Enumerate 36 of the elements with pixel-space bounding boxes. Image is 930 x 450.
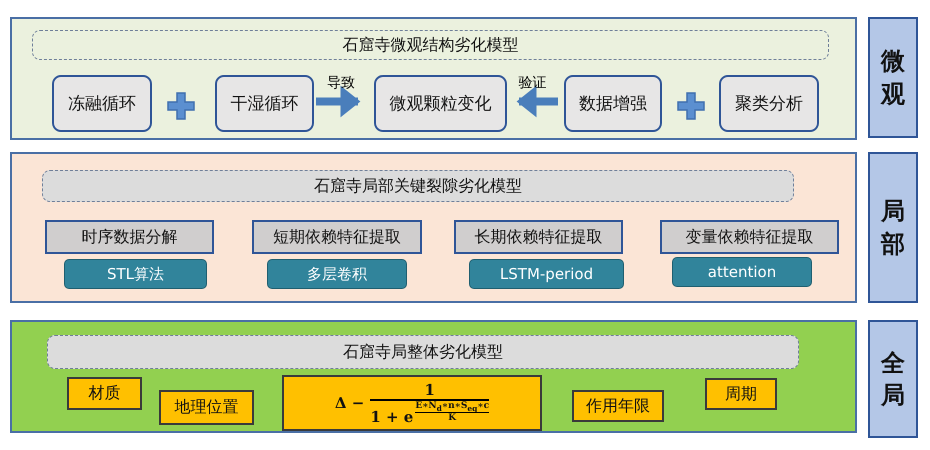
- process-box: 数据增强: [564, 75, 662, 132]
- model-title: 石窟寺微观结构劣化模型: [32, 30, 829, 60]
- block-arrow: [516, 86, 558, 118]
- step-box: 短期依赖特征提取: [252, 220, 422, 254]
- formula-denominator: 1 + e: [370, 408, 414, 426]
- factor-box: 材质: [67, 377, 142, 410]
- process-box: 冻融循环: [52, 75, 152, 132]
- method-tag: LSTM-period: [469, 259, 624, 289]
- process-box: 微观颗粒变化: [374, 75, 507, 132]
- formula-numerator: 1: [424, 380, 435, 398]
- edge-label: 导致: [327, 74, 355, 92]
- method-tag: 多层卷积: [267, 259, 407, 289]
- formula-box: [282, 375, 542, 431]
- exponent-denominator: K: [448, 413, 456, 424]
- factor-box: 地理位置: [159, 390, 254, 425]
- step-box: 时序数据分解: [45, 220, 214, 254]
- model-title: 石窟寺局部关键裂隙劣化模型: [42, 170, 794, 202]
- model-title: 石窟寺局整体劣化模型: [47, 335, 799, 369]
- section-label: 全局: [868, 320, 918, 438]
- method-tag: attention: [672, 257, 812, 287]
- section-panel: [10, 320, 857, 433]
- section-label: 局部: [868, 152, 918, 303]
- section-panel: [10, 17, 857, 140]
- process-box: 干湿循环: [215, 75, 314, 132]
- factor-box: 周期: [705, 378, 777, 410]
- step-box: 长期依赖特征提取: [454, 220, 623, 254]
- factor-box: 作用年限: [572, 390, 664, 422]
- process-box: 聚类分析: [719, 75, 819, 132]
- exponent-numerator: E∗N$_{d}$∗n∗S$_{eq}$∗c: [415, 400, 490, 412]
- block-arrow: [316, 86, 360, 118]
- step-box: 变量依赖特征提取: [660, 220, 839, 254]
- formula-term: Δ −: [334, 394, 364, 412]
- edge-label: 验证: [518, 74, 546, 92]
- section-label: 微观: [868, 17, 918, 138]
- section-panel: [10, 152, 857, 303]
- method-tag: STL算法: [64, 259, 207, 289]
